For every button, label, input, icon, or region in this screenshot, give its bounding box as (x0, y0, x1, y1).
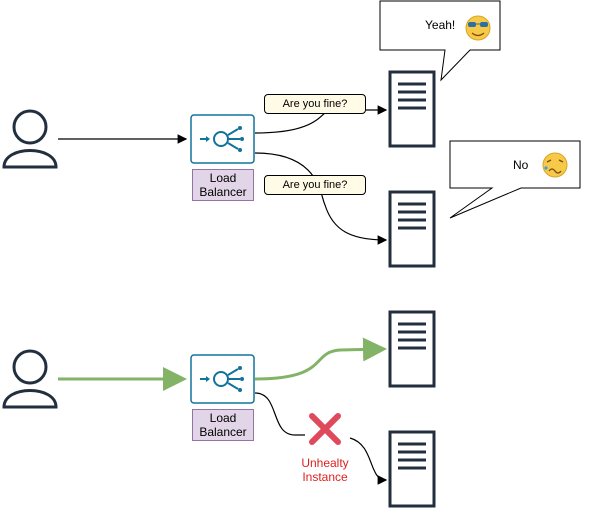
callout-no (449, 140, 581, 219)
edge-lb-healthy (254, 337, 387, 381)
server-icon (388, 430, 436, 508)
lb-label-text: Load Balancer (199, 411, 247, 439)
edge-lb-unhealthy (254, 392, 386, 480)
sick-emoji-icon (542, 152, 568, 178)
load-balancer-icon (190, 354, 255, 404)
edge-lb-server2 (254, 152, 388, 245)
server-icon (388, 190, 436, 268)
probe-label-1: Are you fine? (264, 94, 366, 114)
lb-label-top: Load Balancer (192, 169, 254, 201)
probe-label-2: Are you fine? (264, 175, 366, 195)
reply-no: No (513, 158, 529, 172)
x-mark-icon (309, 413, 341, 445)
user-icon (2, 109, 58, 169)
callout-yeah (379, 0, 501, 82)
server-icon (388, 70, 436, 148)
lb-label-text: Load Balancer (199, 171, 247, 199)
load-balancer-icon (190, 114, 255, 164)
server-icon (388, 310, 436, 388)
unhealthy-label: Unhealty Instance (301, 456, 349, 484)
reply-yes: Yeah! (425, 18, 456, 32)
cool-emoji-icon (465, 15, 491, 41)
lb-label-bottom: Load Balancer (192, 409, 254, 441)
user-icon (2, 349, 58, 409)
